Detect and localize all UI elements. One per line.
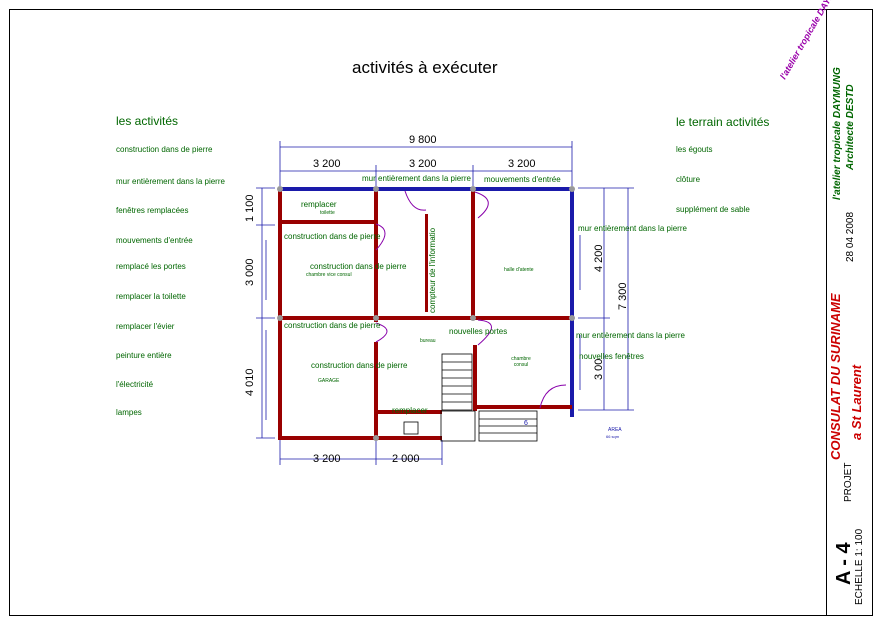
- list-item: remplacé les portes: [116, 262, 186, 271]
- plan-label: mur entièrement dans la pierre: [362, 174, 471, 183]
- list-item: remplacer l'évier: [116, 322, 175, 331]
- room-label: chambre consul: [511, 356, 531, 368]
- projet-label: PROJET: [843, 462, 854, 502]
- list-item: mur entièrement dans la pierre: [116, 177, 225, 186]
- dimension-top-1: 3 200: [313, 158, 341, 170]
- room-label: chambre vice consul: [306, 272, 352, 278]
- right-panel-heading: le terrain activités: [676, 115, 770, 129]
- plan-label: construction dans de pierre: [284, 321, 381, 330]
- left-panel-heading: les activités: [116, 114, 179, 128]
- area-label: AREA: [608, 427, 622, 433]
- stair-mark: 6: [524, 420, 528, 427]
- list-item: construction dans de pierre: [116, 145, 213, 154]
- area-value: 66 sqm: [606, 434, 620, 439]
- list-item: supplément de sable: [676, 205, 750, 214]
- dimension-right-2: 3 00: [593, 358, 605, 380]
- room-label: bureau: [420, 338, 436, 344]
- plan-label: nouvelles portes: [449, 327, 508, 336]
- room-label: toilette: [320, 210, 335, 216]
- list-item: fenêtres remplacées: [116, 206, 189, 215]
- dimension-bottom-1: 3 200: [313, 453, 341, 465]
- dimension-left-1: 1 100: [244, 194, 256, 222]
- drawing-frame: [9, 9, 873, 616]
- list-item: mouvements d'entrée: [116, 236, 193, 245]
- plan-label: construction dans de pierre: [310, 262, 407, 271]
- sink-icon: [403, 421, 419, 435]
- sheet-number: A - 4: [833, 542, 855, 585]
- firm-name: l'atelier tropicale DAYMUNG: [832, 67, 843, 200]
- dimension-left-3: 4 010: [244, 368, 256, 396]
- list-item: remplacer la toilette: [116, 292, 186, 301]
- dimension-top-2: 3 200: [409, 158, 437, 170]
- architect-name: Architecte DESTD: [845, 84, 856, 170]
- walls: [278, 187, 574, 440]
- scale: ECHELLE 1: 100: [854, 528, 865, 605]
- plan-label: compteur de l'informatio: [428, 227, 437, 313]
- project-location: a St Laurent: [849, 364, 864, 440]
- plan-label: construction dans de pierre: [284, 232, 381, 241]
- plan-label: mur entièrement dans la pierre: [576, 331, 685, 340]
- room-label: halle d'atente: [504, 267, 534, 273]
- door-swings: [375, 190, 567, 409]
- windows: [265, 235, 581, 420]
- plan-label: remplacer: [392, 406, 428, 415]
- plan-label: nouvelles fenêtres: [579, 352, 644, 361]
- dimension-top-3: 3 200: [508, 158, 536, 170]
- page-title: activités à exécuter: [352, 58, 498, 77]
- plan-label: construction dans de pierre: [311, 361, 408, 370]
- dimension-total: 9 800: [409, 134, 437, 146]
- plan-label: mouvements d'entrée: [484, 175, 561, 184]
- dimension-right-total: 7 300: [617, 282, 629, 310]
- column-markers: [277, 186, 575, 441]
- dimension-lines: [256, 141, 634, 465]
- list-item: l'électricité: [116, 380, 154, 389]
- list-item: peinture entière: [116, 351, 172, 360]
- list-item: les égouts: [676, 145, 713, 154]
- dimension-right-1: 4 200: [593, 244, 605, 272]
- room-label: GARAGE: [318, 378, 340, 384]
- dimension-left-2: 3 000: [244, 258, 256, 286]
- stairs: [440, 353, 538, 442]
- title-block: [826, 9, 874, 616]
- date: 28 04 2008: [845, 211, 856, 262]
- dimension-bottom-2: 2 000: [392, 453, 420, 465]
- plan-label: mur entièrement dans la pierre: [578, 224, 687, 233]
- list-item: clôture: [676, 175, 701, 184]
- project-title: CONSULAT DU SURINAME: [828, 293, 843, 460]
- plan-label: remplacer: [301, 200, 337, 209]
- list-item: lampes: [116, 408, 142, 417]
